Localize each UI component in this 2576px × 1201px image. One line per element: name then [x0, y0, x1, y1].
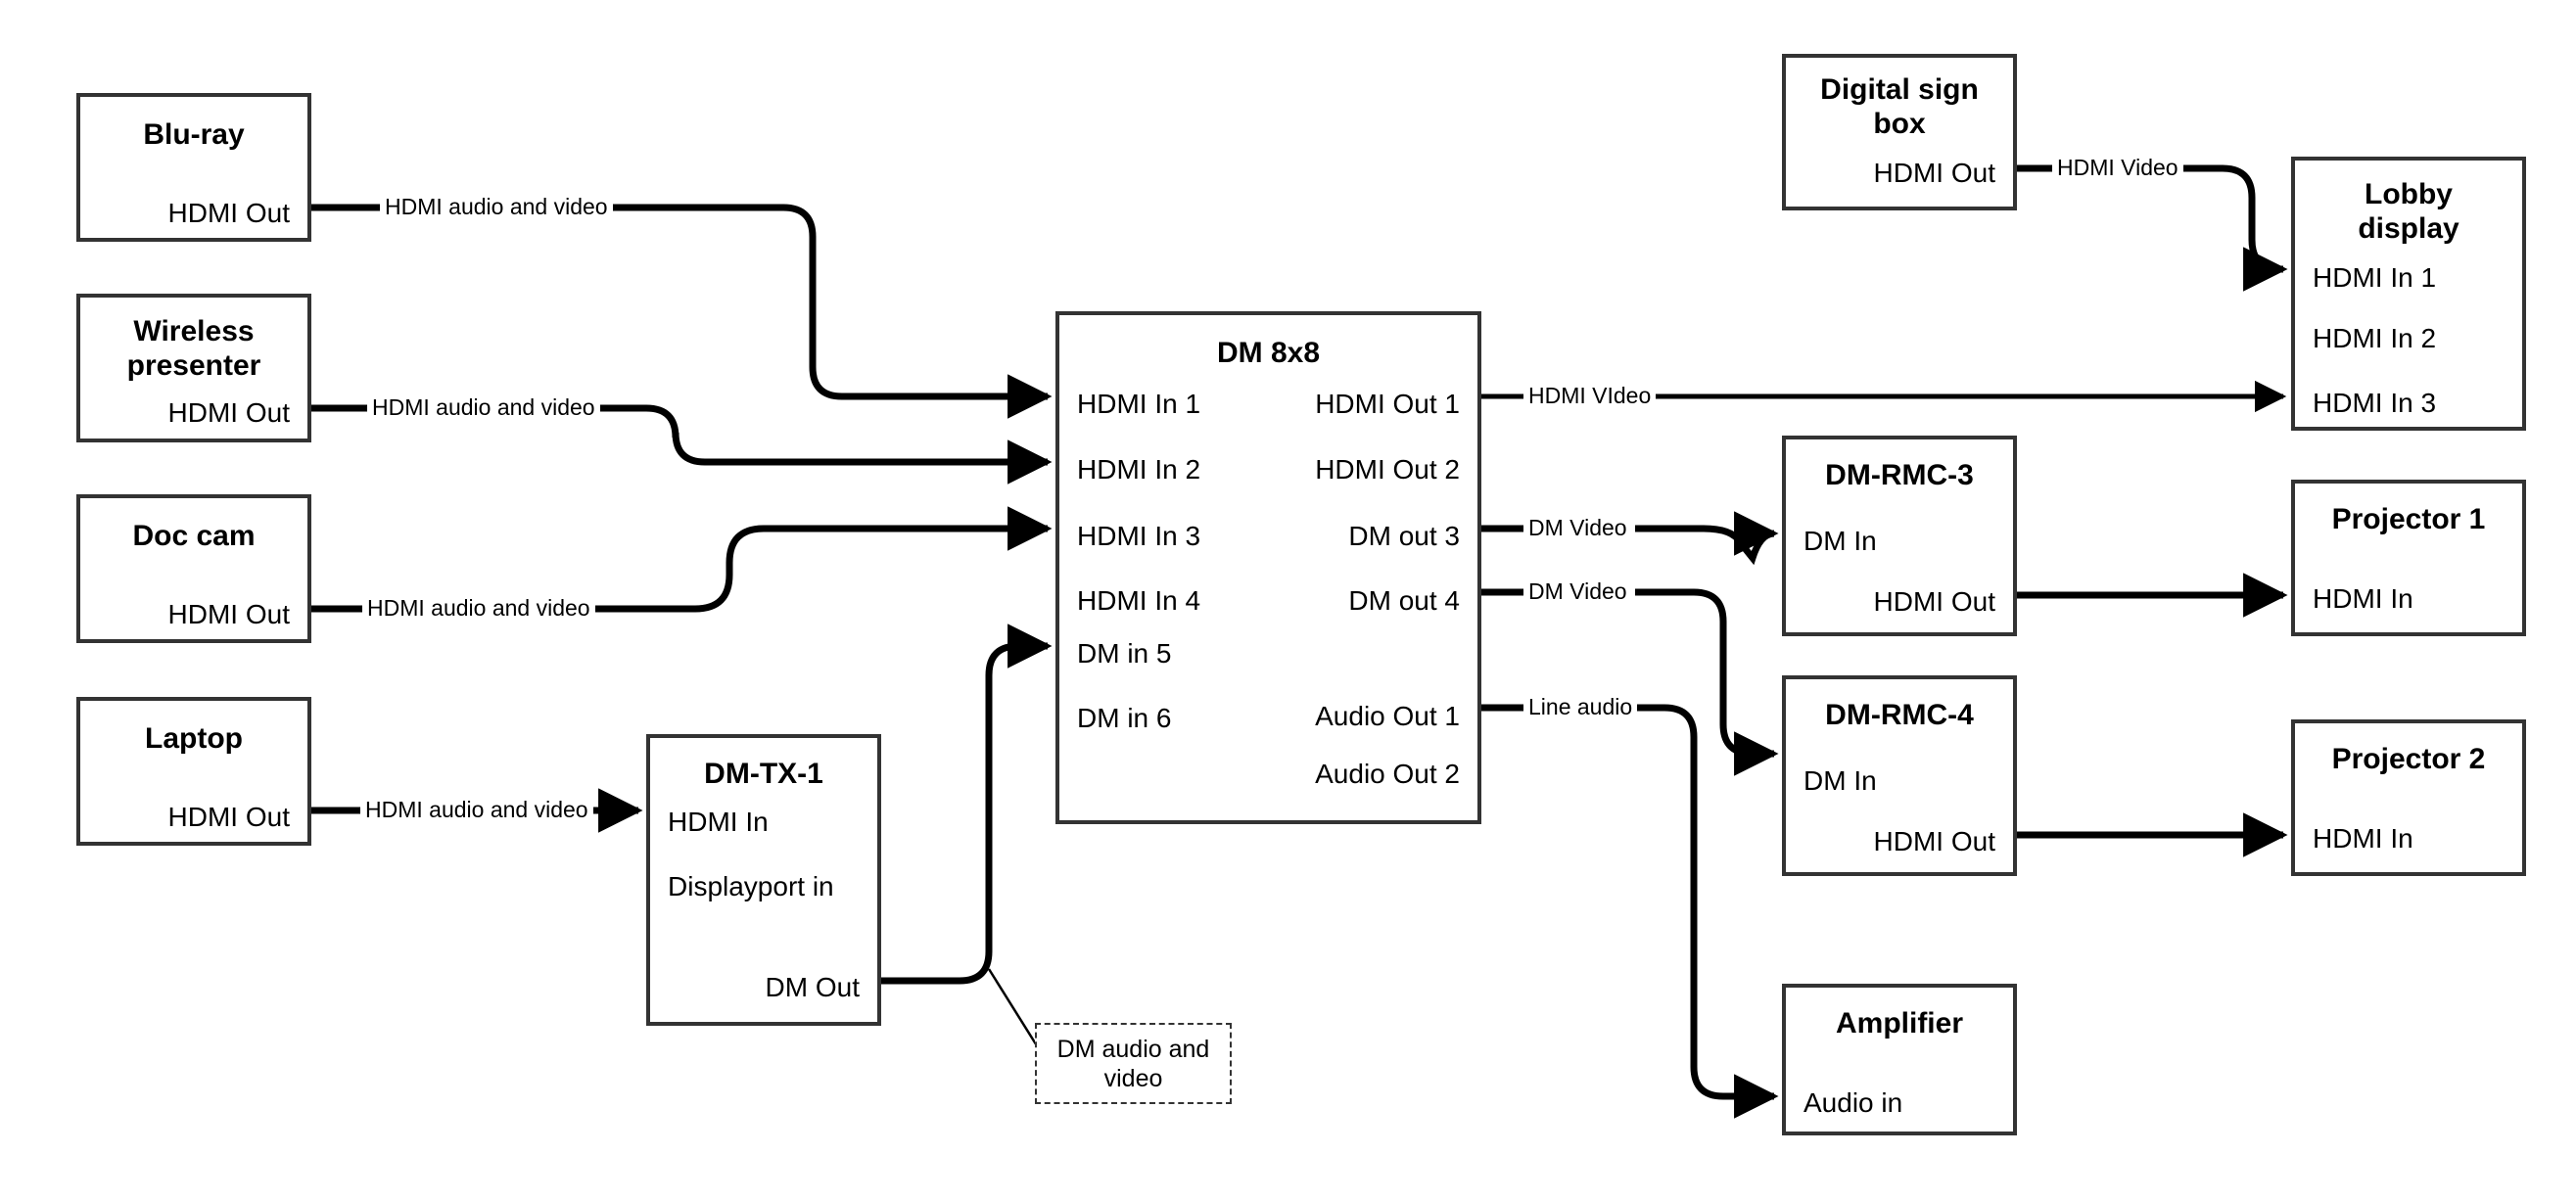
edge-label-dm8x8-dmout3-to-rmc3: DM Video — [1523, 517, 1632, 539]
port-projector-2-hdmi-in[interactable]: HDMI In — [2313, 823, 2413, 854]
port-lobby-display-hdmi-in-1[interactable]: HDMI In 1 — [2313, 262, 2437, 293]
port-dm-8x8-dm-out-4[interactable]: DM out 4 — [1348, 585, 1460, 616]
node-title-amplifier: Amplifier — [1835, 1007, 1964, 1039]
wire-sign-to-lobby — [2017, 164, 2283, 269]
node-title-dm-rmc-3: DM-RMC-3 — [1825, 459, 1974, 491]
port-dm-8x8-hdmi-out-1[interactable]: HDMI Out 1 — [1315, 389, 1460, 419]
node-lobby-display[interactable]: Lobby display HDMI In 1 HDMI In 2 HDMI I… — [2291, 157, 2526, 431]
node-doc-cam[interactable]: Doc cam HDMI Out — [76, 494, 311, 643]
edge-label-laptop-to-dmtx1: HDMI audio and video — [360, 799, 593, 821]
edge-label-sign-to-lobby: HDMI Video — [2052, 157, 2183, 179]
edge-label-bluray-to-dm8x8: HDMI audio and video — [380, 196, 613, 218]
node-title-dm-rmc-4: DM-RMC-4 — [1825, 699, 1974, 731]
node-title-projector-2: Projector 2 — [2331, 743, 2486, 775]
wire-bluray-to-dm8x8 — [311, 204, 1053, 419]
port-dm-tx-1-displayport-in[interactable]: Displayport in — [668, 871, 834, 901]
wire-callout-leader — [987, 968, 1040, 1048]
port-projector-1-hdmi-in[interactable]: HDMI In — [2313, 583, 2413, 614]
node-dm-8x8[interactable]: DM 8x8 HDMI In 1 HDMI In 2 HDMI In 3 HDM… — [1055, 311, 1481, 824]
wire-dm8x8-audioout1-to-amp — [1481, 704, 1774, 1096]
note-text: DM audio and video — [1056, 1035, 1210, 1092]
node-title-dm-8x8: DM 8x8 — [1216, 337, 1321, 369]
node-dm-rmc-4[interactable]: DM-RMC-4 DM In HDMI Out — [1782, 675, 2017, 876]
node-title-doc-cam: Doc cam — [132, 520, 256, 552]
node-bluray[interactable]: Blu-ray HDMI Out — [76, 93, 311, 242]
node-wireless-presenter[interactable]: Wireless presenter HDMI Out — [76, 294, 311, 442]
port-lobby-display-hdmi-in-3[interactable]: HDMI In 3 — [2313, 388, 2437, 418]
note-dm-audio-and-video: DM audio and video — [1035, 1023, 1232, 1104]
port-dm-8x8-audio-out-1[interactable]: Audio Out 1 — [1315, 701, 1460, 731]
port-doc-cam-hdmi-out[interactable]: HDMI Out — [167, 599, 290, 629]
port-dm-8x8-dm-in-5[interactable]: DM in 5 — [1077, 638, 1172, 669]
edge-label-dm8x8-hdmiout1-to-lobby: HDMI VIdeo — [1523, 385, 1657, 407]
port-dm-8x8-audio-out-2[interactable]: Audio Out 2 — [1315, 759, 1460, 789]
node-title-digital-sign-box: Digital sign box — [1820, 73, 1979, 140]
port-dm-rmc-3-hdmi-out[interactable]: HDMI Out — [1873, 586, 1995, 617]
node-dm-tx-1[interactable]: DM-TX-1 HDMI In Displayport in DM Out — [646, 734, 881, 1026]
port-wireless-presenter-hdmi-out[interactable]: HDMI Out — [167, 397, 290, 428]
node-title-projector-1: Projector 1 — [2331, 503, 2486, 535]
node-title-dm-tx-1: DM-TX-1 — [704, 758, 823, 790]
wire-dmtx1-to-dm8x8 — [881, 624, 1053, 985]
node-title-laptop: Laptop — [145, 722, 243, 755]
node-projector-2[interactable]: Projector 2 HDMI In — [2291, 719, 2526, 876]
edge-label-dm8x8-dmout4-to-rmc4: DM Video — [1523, 580, 1632, 603]
port-laptop-hdmi-out[interactable]: HDMI Out — [167, 802, 290, 832]
edge-label-doccam-to-dm8x8: HDMI audio and video — [362, 597, 595, 620]
port-bluray-hdmi-out[interactable]: HDMI Out — [167, 198, 290, 228]
port-dm-8x8-dm-in-6[interactable]: DM in 6 — [1077, 703, 1172, 733]
port-dm-8x8-hdmi-in-3[interactable]: HDMI In 3 — [1077, 521, 1201, 551]
wire-dm8x8-dmout4-to-rmc4 — [1481, 588, 1774, 754]
port-digital-sign-box-hdmi-out[interactable]: HDMI Out — [1873, 158, 1995, 188]
node-amplifier[interactable]: Amplifier Audio in — [1782, 984, 2017, 1135]
port-dm-rmc-4-hdmi-out[interactable]: HDMI Out — [1873, 826, 1995, 856]
port-dm-tx-1-hdmi-in[interactable]: HDMI In — [668, 807, 769, 837]
port-dm-8x8-hdmi-out-2[interactable]: HDMI Out 2 — [1315, 454, 1460, 485]
port-dm-rmc-3-dm-in[interactable]: DM In — [1803, 526, 1877, 556]
port-dm-8x8-hdmi-in-2[interactable]: HDMI In 2 — [1077, 454, 1201, 485]
port-dm-8x8-dm-out-3[interactable]: DM out 3 — [1348, 521, 1460, 551]
node-title-wireless-presenter: Wireless presenter — [126, 315, 261, 382]
port-dm-8x8-hdmi-in-1[interactable]: HDMI In 1 — [1077, 389, 1201, 419]
node-title-lobby-display: Lobby display — [2358, 178, 2459, 245]
node-digital-sign-box[interactable]: Digital sign box HDMI Out — [1782, 54, 2017, 210]
port-dm-rmc-4-dm-in[interactable]: DM In — [1803, 765, 1877, 796]
port-amplifier-audio-in[interactable]: Audio in — [1803, 1087, 1903, 1118]
port-dm-8x8-hdmi-in-4[interactable]: HDMI In 4 — [1077, 585, 1201, 616]
node-projector-1[interactable]: Projector 1 HDMI In — [2291, 480, 2526, 636]
node-laptop[interactable]: Laptop HDMI Out — [76, 697, 311, 846]
port-dm-tx-1-dm-out[interactable]: DM Out — [765, 972, 860, 1002]
edge-label-wireless-to-dm8x8: HDMI audio and video — [367, 396, 600, 419]
port-lobby-display-hdmi-in-2[interactable]: HDMI In 2 — [2313, 323, 2437, 353]
edge-label-dm8x8-audioout1-to-amp: Line audio — [1523, 696, 1638, 718]
node-title-bluray: Blu-ray — [143, 118, 245, 151]
node-dm-rmc-3[interactable]: DM-RMC-3 DM In HDMI Out — [1782, 436, 2017, 636]
